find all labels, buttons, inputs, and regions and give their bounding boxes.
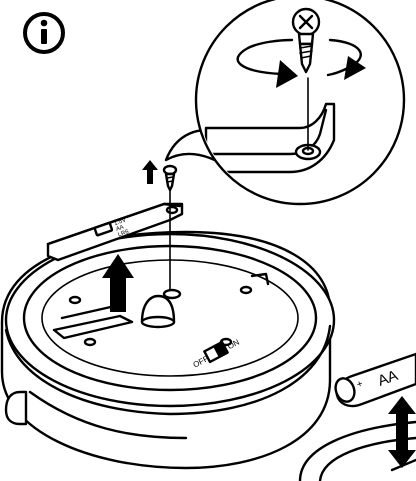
cover-label-line2: AA [115,224,125,232]
magnified-detail-callout [164,0,406,206]
cover-label-line1: 1.5V [113,217,127,227]
rotate-counterclockwise-arrow-icon [236,38,366,88]
small-up-arrow-icon [142,160,158,184]
screw-icon [291,7,321,74]
info-icon [23,12,65,54]
battery-polarity-label: + [355,378,364,390]
battery-size-label: AA [376,367,401,390]
cover-label-line3: LR6 [117,229,130,238]
aa-battery: + AA [334,352,416,408]
device-base [0,230,336,470]
battery-insertion: + AA [298,352,416,481]
cover-screw-icon [162,164,178,192]
insert-direction-arrow-icon [388,396,416,468]
large-up-arrow-icon [102,254,134,312]
battery-cover: 1.5V AA LR6 [46,202,184,262]
